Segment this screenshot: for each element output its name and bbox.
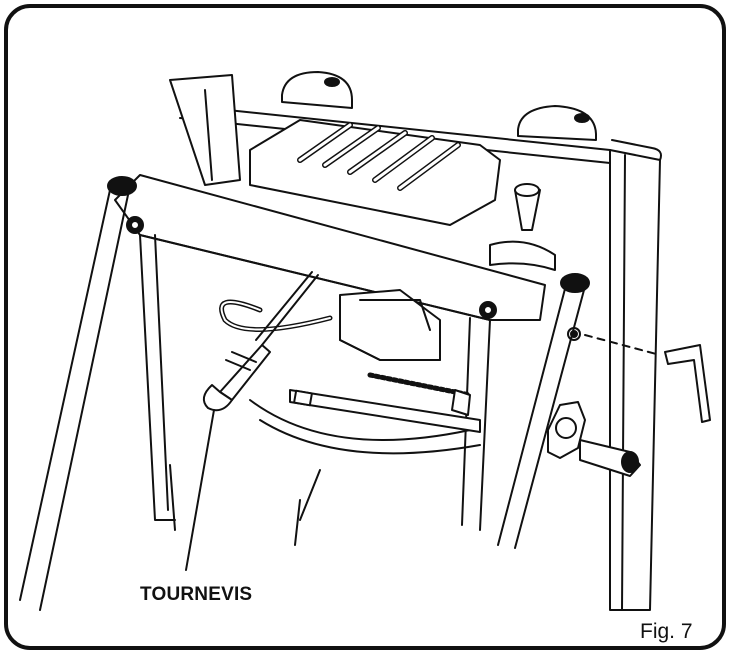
power-cord <box>219 299 333 333</box>
screwdriver-callout-label: TOURNEVIS <box>140 584 253 605</box>
locking-knob-icon <box>547 401 641 477</box>
top-handle-left <box>281 71 353 109</box>
front-frame <box>114 174 546 531</box>
handle-right <box>497 273 590 549</box>
figure-number: Fig. 7 <box>640 620 693 643</box>
screwdriver-icon <box>185 271 319 571</box>
cutter-block <box>249 289 481 455</box>
height-crank-knob <box>489 183 556 271</box>
carriage-rod <box>289 372 481 433</box>
rear-column <box>609 139 662 611</box>
motor-housing <box>249 119 501 226</box>
top-rail <box>169 74 611 186</box>
handle-left <box>19 176 137 611</box>
lower-frame-lines <box>169 464 321 546</box>
top-handle-right <box>517 105 597 141</box>
